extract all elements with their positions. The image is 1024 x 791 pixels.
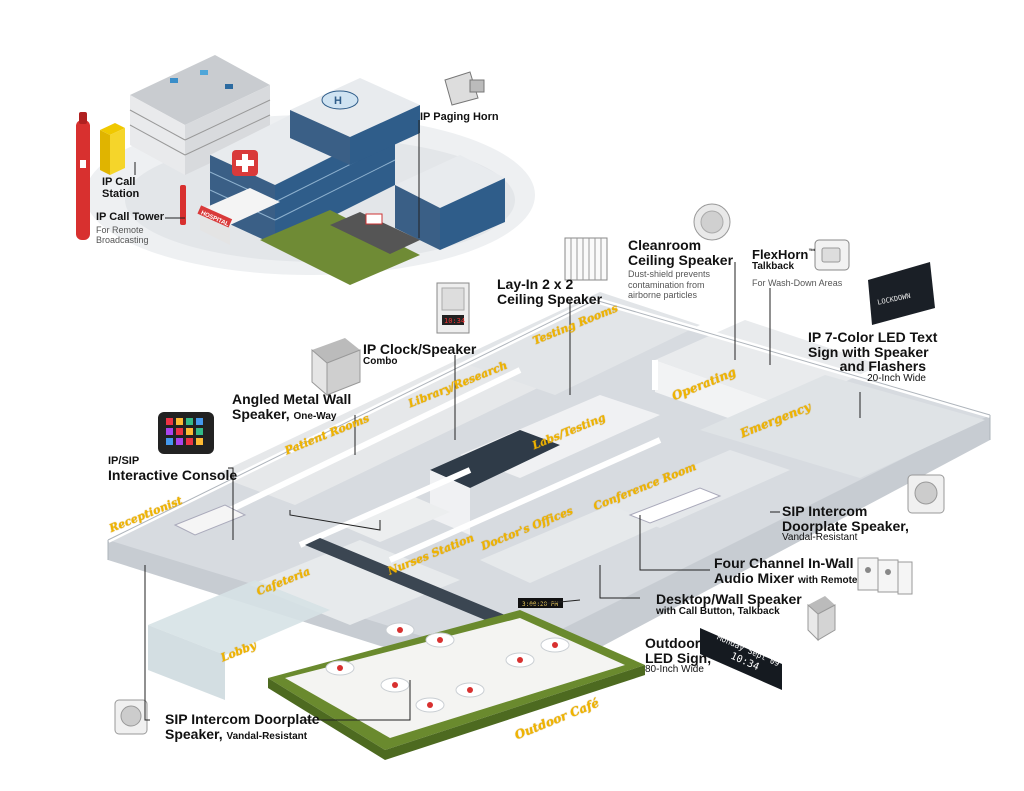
doorplate-left-line1: SIP Intercom Doorplate <box>165 711 320 727</box>
layin-line1: Lay-In 2 x 2 <box>497 276 574 292</box>
mixer-sub: with Remote <box>798 574 858 586</box>
call-tower-desc2: Broadcasting <box>96 234 149 245</box>
devices: LOCKDOWN 10:34 <box>114 203 945 735</box>
flexhorn-title-line: FlexHorn™ <box>752 248 842 262</box>
label-layin-speaker: Lay-In 2 x 2 Ceiling Speaker <box>497 277 602 306</box>
flexhorn-title: FlexHorn <box>752 247 809 262</box>
flexhorn-sub: Talkback <box>752 260 795 272</box>
hospital-campus: H HOSPITAL <box>76 55 535 285</box>
desk-speaker-device <box>807 596 836 642</box>
leader-lines <box>134 120 861 721</box>
call-tower-desc1: For Remote <box>96 224 144 235</box>
label-interactive-console: IP/SIP Interactive Console <box>108 455 238 483</box>
label-doorplate-right: SIP Intercom Doorplate Speaker, Vandal-R… <box>782 504 909 544</box>
label-cleanroom-speaker: Cleanroom Ceiling Speaker Dust-shield pr… <box>628 238 733 300</box>
led-sign-line3: and Flashers <box>839 358 926 375</box>
outdoor-led-line2: LED Sign, <box>645 649 712 666</box>
led-sign-sub: 20-Inch Wide <box>867 373 926 385</box>
mixer-line2: Audio Mixer <box>714 569 795 586</box>
angled-line2: Speaker, <box>232 405 290 422</box>
hallway-led-sign-text: 3:00:20 PM <box>522 601 559 608</box>
angled-line1: Angled Metal Wall <box>232 391 352 407</box>
clock-time: 10:34 <box>444 317 465 325</box>
label-ip-paging-horn: IP Paging Horn <box>420 111 499 124</box>
cleanroom-desc3: airborne particles <box>628 290 698 301</box>
angled-sub: One-Way <box>293 410 337 422</box>
doorplate-right-line2: Doorplate Speaker, <box>782 517 909 534</box>
label-desk-speaker: Desktop/Wall Speaker with Call Button, T… <box>656 592 802 617</box>
call-station-line2: Station <box>102 187 140 200</box>
ip-call-station <box>100 123 125 175</box>
outdoor-led-line1: Outdoor <box>645 635 701 651</box>
mixer-line2-wrap: Audio Mixer with Remote <box>714 569 858 587</box>
floor-plan: 3:00:20 PM <box>106 292 991 760</box>
label-doorplate-left: SIP Intercom Doorplate Speaker, Vandal-R… <box>165 712 320 742</box>
layin-speaker-device <box>564 237 608 281</box>
cleanroom-speaker-device <box>693 203 731 241</box>
console-line1: IP/SIP <box>108 455 140 467</box>
doorplate-left-sub: Vandal-Resistant <box>226 730 308 742</box>
desk-speaker-title: Desktop/Wall Speaker <box>656 591 802 607</box>
cleanroom-line2: Ceiling Speaker <box>628 251 734 268</box>
angled-line2-wrap: Speaker, One-Way <box>232 405 351 423</box>
led-sign-line1: IP 7-Color LED Text <box>808 329 938 345</box>
hospital-main-building: H HOSPITAL <box>197 78 505 285</box>
call-station-line1: IP Call <box>102 176 136 188</box>
cleanroom-line1: Cleanroom <box>628 237 702 253</box>
cleanroom-desc1: Dust-shield prevents <box>628 269 711 280</box>
label-audio-mixer: Four Channel In-Wall Audio Mixer with Re… <box>714 556 857 586</box>
label-outdoor-led: Outdoor LED Sign, 80-Inch Wide <box>645 636 711 676</box>
desk-speaker-sub: with Call Button, Talkback <box>656 605 780 617</box>
ip-clock-title: IP Clock/Speaker <box>363 341 477 357</box>
doorplate-speaker-left-device <box>114 699 148 735</box>
led-sign-line2: Sign with Speaker <box>808 343 929 360</box>
layin-line2: Ceiling Speaker <box>497 290 603 307</box>
ip-call-tower <box>76 112 186 240</box>
outdoor-led-sign-device: Monday Sept 09 10:34 <box>700 628 782 690</box>
label-ip-call-station: IP Call Station <box>102 176 140 200</box>
paging-horn-device <box>444 71 485 106</box>
angled-speaker-device <box>311 338 361 397</box>
label-ip-call-tower: IP Call Tower For Remote Broadcasting <box>96 211 165 245</box>
ip-clock-device: 10:34 <box>436 282 470 334</box>
doorplate-right-line1: SIP Intercom <box>782 503 868 519</box>
doorplate-left-line2: Speaker, <box>165 725 223 742</box>
helipad-mark: H <box>334 95 342 107</box>
label-ip-clock: IP Clock/Speaker Combo <box>363 342 476 367</box>
console-line2: Interactive Console <box>108 466 238 483</box>
interactive-console-device <box>158 412 214 454</box>
label-angled-speaker: Angled Metal Wall Speaker, One-Way <box>232 392 351 422</box>
call-tower-title: IP Call Tower <box>96 211 165 223</box>
cleanroom-desc2: contamination from <box>628 279 705 290</box>
hallway-led-sign <box>518 598 563 608</box>
flexhorn-desc: For Wash-Down Areas <box>752 278 843 289</box>
label-led-text-sign: IP 7-Color LED Text Sign with Speaker an… <box>808 329 938 385</box>
outdoor-led-sub: 80-Inch Wide <box>645 664 704 676</box>
ip-paging-horn-title: IP Paging Horn <box>420 111 499 123</box>
doorplate-left-line2-wrap: Speaker, Vandal-Resistant <box>165 725 320 743</box>
label-flexhorn: FlexHorn™ Talkback For Wash-Down Areas <box>752 248 842 288</box>
mixer-line1: Four Channel In-Wall <box>714 555 854 571</box>
flexhorn-tm: ™ <box>808 248 816 256</box>
parking-garage <box>129 55 271 175</box>
doorplate-speaker-right-device <box>907 474 945 514</box>
ip-clock-sub: Combo <box>363 355 398 367</box>
led-text-sign-device: LOCKDOWN <box>868 262 935 325</box>
audio-mixer-device <box>857 557 913 595</box>
flexhorn-device <box>814 239 850 271</box>
doorplate-right-sub: Vandal-Resistant <box>782 532 858 544</box>
